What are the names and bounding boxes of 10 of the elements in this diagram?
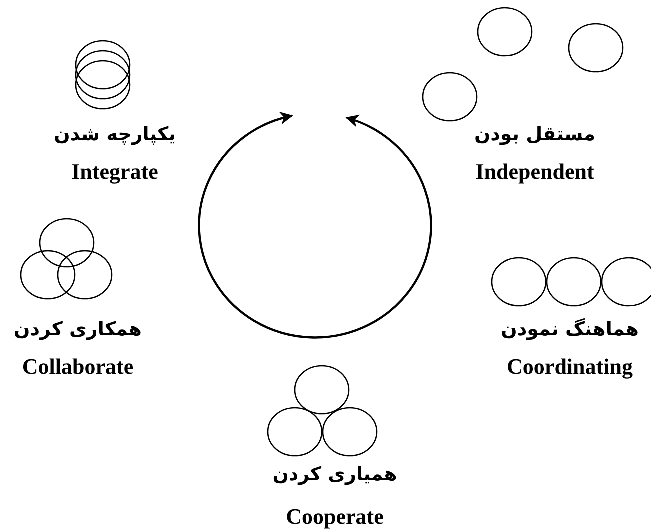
persian-label: مستقل بودن: [474, 126, 596, 144]
stage-label: Coordinating: [507, 356, 633, 378]
stage-label: Independent: [476, 161, 594, 183]
persian-label: هماهنگ نمودن: [501, 320, 639, 340]
stage-label: Integrate: [72, 161, 158, 183]
persian-label: همکاری کردن: [14, 320, 142, 340]
persian-label: یکپارچه شدن: [54, 126, 176, 144]
stage-label: Cooperate: [286, 506, 384, 528]
persian-label: همیاری کردن: [272, 466, 398, 484]
stage-label: Collaborate: [22, 356, 134, 378]
